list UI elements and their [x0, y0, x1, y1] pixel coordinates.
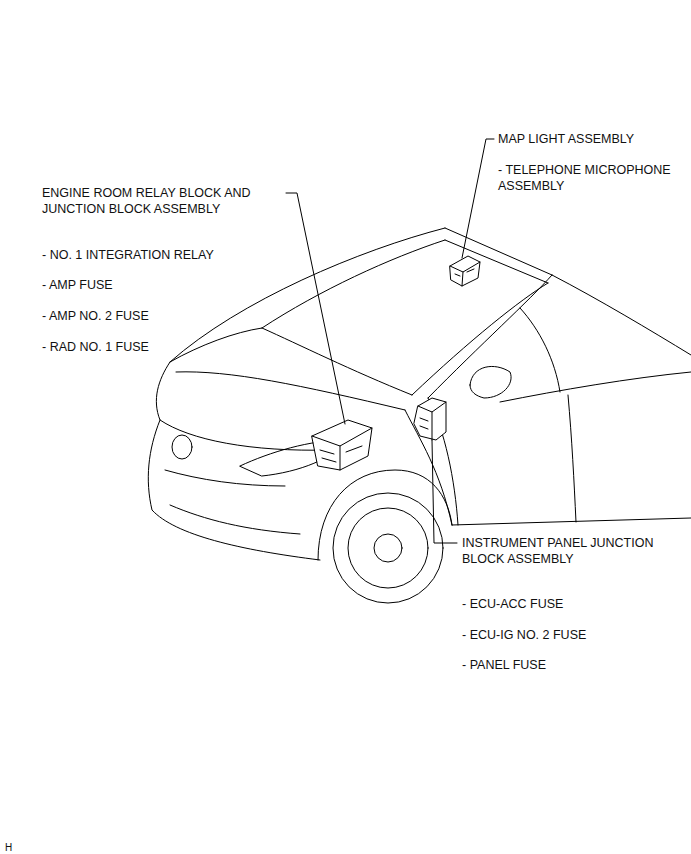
mirror [470, 366, 511, 398]
windshield-top [262, 240, 445, 328]
fuse-item: - RAD NO. 1 FUSE [42, 339, 282, 355]
hood-crease [176, 372, 405, 410]
sill [452, 518, 691, 525]
rim [348, 508, 428, 588]
beltline [500, 372, 691, 402]
door-line [568, 395, 576, 522]
fuse-item: - AMP NO. 2 FUSE [42, 308, 282, 324]
junction-block-detail [418, 402, 446, 440]
map-light [450, 256, 480, 286]
part-name: ENGINE ROOM RELAY BLOCK AND JUNCTION BLO… [42, 185, 282, 217]
map-light-detail [450, 262, 480, 286]
page-marker: H [5, 840, 45, 854]
leader-line [432, 440, 457, 543]
part-name: - TELEPHONE MICROPHONE ASSEMBLY [498, 162, 687, 194]
fuse-item: - ECU-IG NO. 2 FUSE [462, 627, 672, 643]
leader-line [462, 139, 494, 258]
hood [170, 328, 262, 362]
relay-item: - NO. 1 INTEGRATION RELAY [42, 247, 282, 263]
fuse-item: - ECU-ACC FUSE [462, 596, 672, 612]
front-bumper [148, 420, 320, 560]
part-name: MAP LIGHT ASSEMBLY [498, 131, 687, 147]
instrument-panel-junction-block [414, 398, 446, 440]
relay-block-detail [312, 428, 372, 470]
lower-grille [170, 505, 300, 534]
engine-room-relay-block [312, 420, 372, 470]
part-name: INSTRUMENT PANEL JUNCTION BLOCK ASSEMBLY [462, 535, 672, 567]
side-window [552, 275, 691, 355]
hood-front [156, 362, 330, 450]
leader-line [286, 193, 345, 424]
grille [165, 470, 285, 486]
a-pillar-outer [428, 275, 552, 398]
hub [374, 534, 402, 562]
side-window-edge [520, 308, 560, 392]
fuse-item: - AMP FUSE [42, 277, 282, 293]
tire [333, 493, 443, 603]
fuse-item: - PANEL FUSE [462, 657, 672, 673]
emblem [172, 435, 192, 459]
